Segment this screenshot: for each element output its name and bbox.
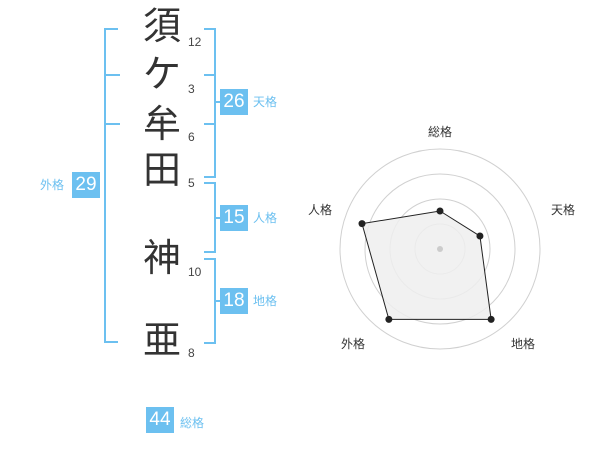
name-char-3: 牟 — [142, 102, 181, 146]
name-char-1: 須 — [142, 4, 181, 48]
jinkaku-connector — [214, 217, 220, 219]
tenkaku-label: 天格 — [253, 95, 278, 109]
stroke-count-2: 3 — [188, 82, 195, 96]
radar-point-4 — [385, 315, 393, 323]
chikaku-connector — [214, 300, 220, 302]
radar-data-polygon — [361, 210, 492, 320]
chikaku-label: 地格 — [253, 294, 278, 308]
radar-axis-label-tenkaku: 天格 — [551, 203, 576, 217]
stroke-count-5: 10 — [188, 265, 202, 279]
radar-center-dot — [437, 246, 443, 252]
stroke-count-4: 5 — [188, 176, 195, 190]
gaikaku-label: 外格 — [40, 178, 65, 192]
tenkaku-value-badge: 26 — [220, 89, 248, 115]
chikaku-value-badge: 18 — [220, 288, 248, 314]
name-char-5: 神 — [142, 236, 181, 280]
radar-axis-label-chikaku: 地格 — [511, 337, 536, 351]
soukaku-value-badge: 44 — [146, 407, 174, 433]
radar-point-3 — [487, 315, 495, 323]
tenkaku-bracket-tick — [204, 74, 214, 76]
tenkaku-bracket — [204, 28, 216, 178]
jinkaku-value-badge: 15 — [220, 205, 248, 231]
soukaku-label: 総格 — [180, 416, 205, 430]
radar-axis-label-soukaku: 総格 — [428, 125, 453, 139]
radar-point-1 — [436, 207, 444, 215]
radar-point-5 — [358, 220, 366, 228]
gaikaku-value-badge: 29 — [72, 172, 100, 198]
tenkaku-connector — [214, 101, 220, 103]
jinkaku-label: 人格 — [253, 211, 278, 225]
radar-ring — [364, 173, 516, 325]
gaikaku-bracket-tick — [106, 123, 120, 125]
gaikaku-bracket — [104, 28, 118, 343]
name-char-6: 亜 — [142, 318, 181, 362]
name-char-4: 田 — [142, 148, 181, 192]
stroke-count-3: 6 — [188, 130, 195, 144]
stroke-count-6: 8 — [188, 346, 195, 360]
radar-point-2 — [476, 232, 484, 240]
name-char-2: ケ — [142, 52, 181, 96]
tenkaku-bracket-tick — [204, 123, 214, 125]
stroke-count-1: 12 — [188, 35, 202, 49]
gaikaku-bracket-tick — [106, 74, 120, 76]
radar-axis-label-gaikaku: 外格 — [341, 337, 366, 351]
radar-axis-label-jinkaku: 人格 — [308, 203, 333, 217]
